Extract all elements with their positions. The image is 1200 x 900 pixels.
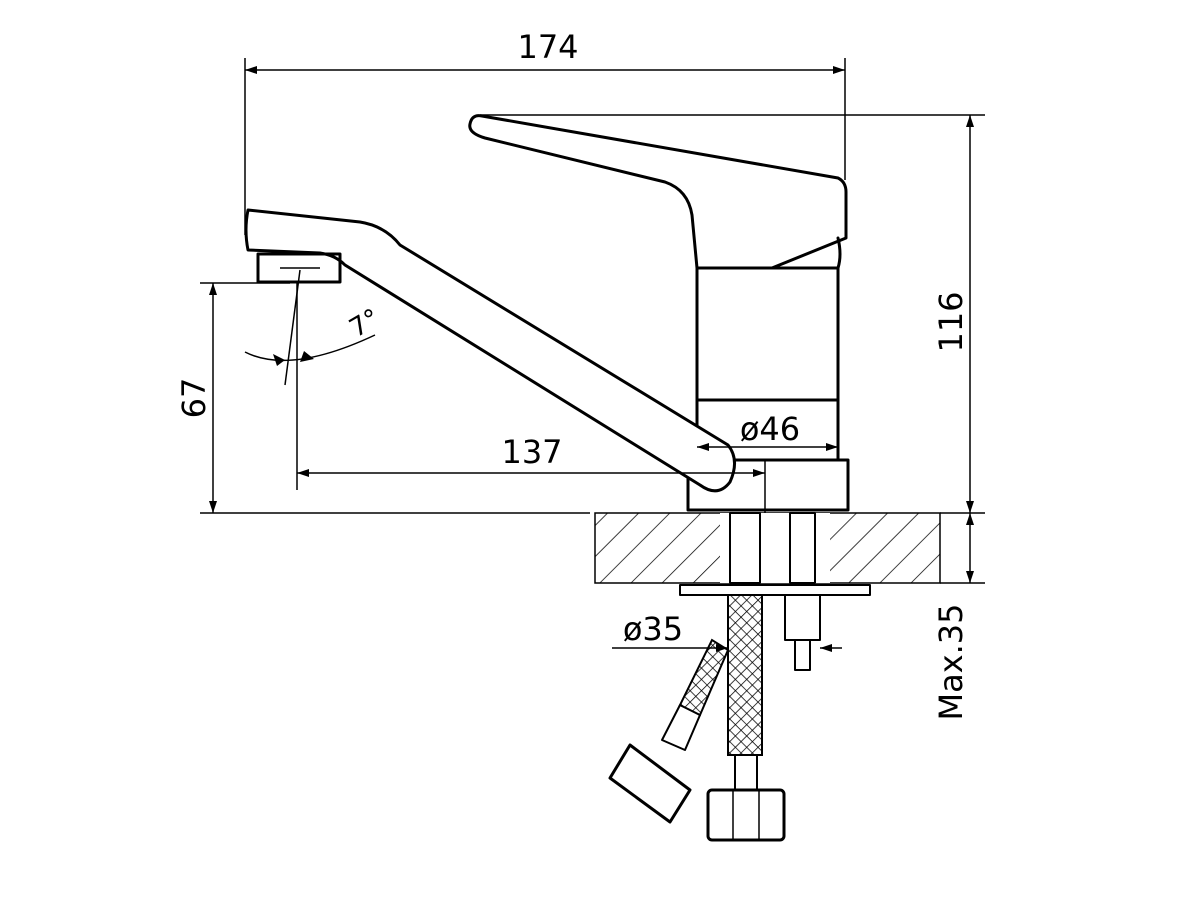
hose-nut — [706, 788, 786, 842]
dim-overall-length: 174 — [517, 28, 578, 66]
dim-spout-angle: 7° — [345, 303, 386, 344]
hose-nut-angled — [608, 743, 692, 824]
mounting-stud — [784, 594, 821, 641]
faucet-body — [695, 266, 840, 402]
spout — [244, 208, 736, 493]
braided-hose — [727, 594, 763, 756]
mounting-plate — [679, 584, 871, 596]
base-ring — [686, 458, 850, 512]
dim-body-diameter: ø46 — [740, 410, 800, 448]
dim-overall-height: 116 — [932, 291, 970, 352]
dim-max-countertop: Max.35 — [932, 603, 970, 720]
dim-spout-reach: 137 — [501, 433, 562, 471]
dim-mounting-diameter: ø35 — [623, 610, 683, 648]
braided-hose-angled — [678, 638, 730, 717]
dim-spout-height: 67 — [175, 378, 213, 419]
lever-handle — [468, 114, 848, 270]
